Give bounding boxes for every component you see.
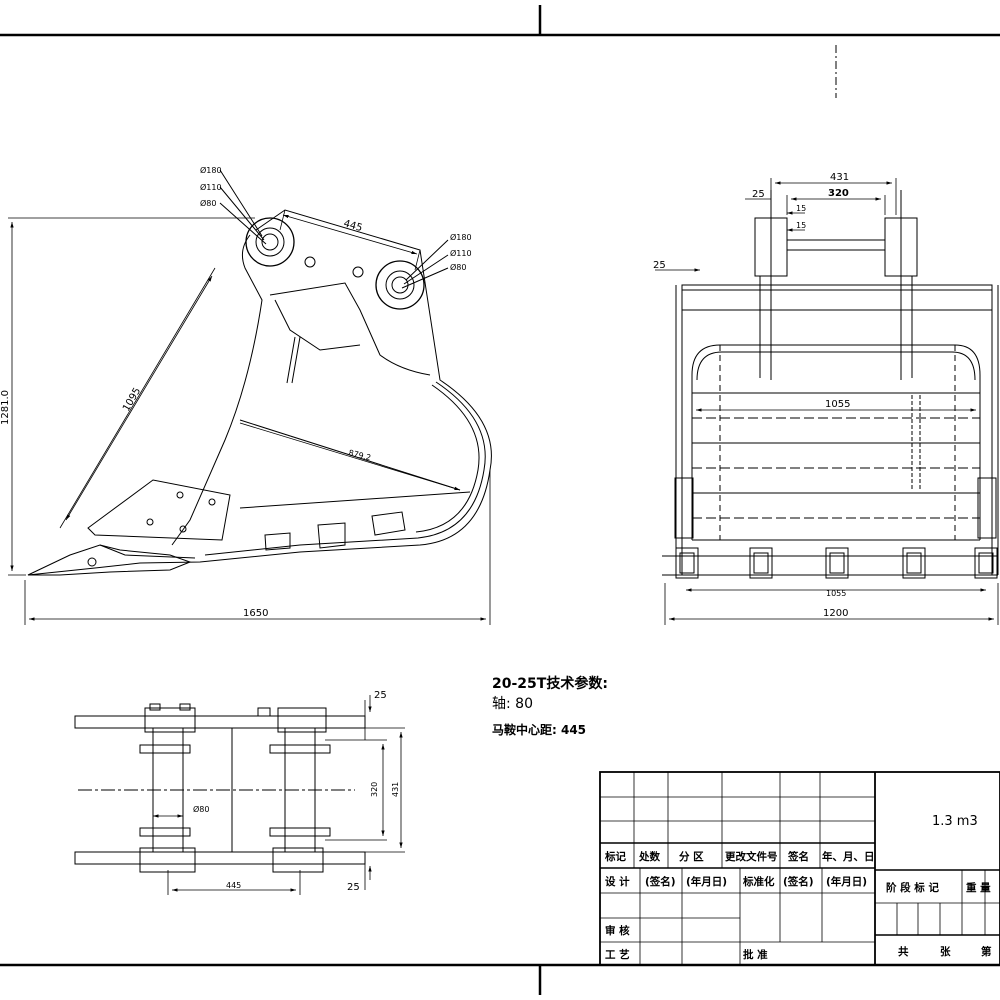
pin-label-left-80: Ø80 [200, 198, 216, 208]
tb-review: 审 核 [605, 924, 630, 937]
dim-25: 25 [752, 189, 765, 200]
dim-width-lower: 1055 [826, 589, 846, 598]
tb-header-date: 年、月、日 [822, 850, 875, 863]
tb-design-date: (年月日) [686, 875, 727, 888]
dim-pin-spacing: 445 [342, 218, 363, 234]
tb-weight: 重 量 [966, 881, 991, 894]
front-view-dimensions [655, 178, 999, 625]
sheet-border [0, 5, 1000, 995]
title-block-text: 标记 处数 分 区 更改文件号 签名 年、月、日 设 计 (签名) (年月日) … [604, 814, 992, 961]
dim-445: 445 [226, 881, 241, 890]
tb-sheets-total: 共 [898, 945, 909, 958]
tb-header-doc: 更改文件号 [725, 850, 778, 863]
tb-header-mark: 标记 [604, 850, 626, 863]
spec-title: 20-25T技术参数: [492, 675, 608, 692]
dim-length: 1650 [243, 608, 268, 619]
tb-standard-sign: (签名) [783, 875, 814, 888]
pin-label-left-110: Ø110 [200, 182, 222, 192]
pin-label-right-80: Ø80 [450, 262, 466, 272]
dim-radius: 879.2 [348, 448, 372, 462]
dim-tooth-length: 1095 [121, 386, 143, 414]
pin-label-right-110: Ø110 [450, 248, 472, 258]
dim-15a: 15 [796, 204, 806, 213]
dim-pin-80: Ø80 [193, 804, 209, 814]
front-view [662, 190, 999, 579]
dim-15b: 15 [796, 221, 806, 230]
dim-width-total: 1200 [823, 608, 848, 619]
tb-stage: 阶 段 标 记 [886, 881, 939, 894]
dim-25-top: 25 [374, 690, 387, 701]
title-block [599, 771, 1000, 966]
pin-label-right-180: Ø180 [450, 232, 472, 242]
pin-label-left-180: Ø180 [200, 165, 222, 175]
dim-inner-320: 320 [828, 188, 849, 199]
top-view [74, 703, 366, 873]
tb-approve: 批 准 [743, 948, 768, 961]
tb-standard: 标准化 [742, 875, 775, 888]
tb-capacity: 1.3 m3 [932, 814, 978, 829]
tb-design-sign: (签名) [645, 875, 676, 888]
tb-header-zone: 分 区 [679, 850, 704, 863]
spec-axle: 轴: 80 [492, 696, 533, 712]
dim-25-bottom: 25 [347, 882, 360, 893]
front-view-labels: 431 320 25 15 15 25 1055 1055 1200 [653, 172, 850, 619]
spec-center: 马鞍中心距: 445 [492, 722, 586, 737]
tb-standard-date: (年月日) [826, 875, 867, 888]
dim-431: 431 [391, 782, 400, 797]
specifications: 20-25T技术参数: 轴: 80 马鞍中心距: 445 [492, 675, 608, 737]
side-view [27, 169, 492, 576]
top-view-labels: 25 320 431 Ø80 445 25 [193, 690, 400, 893]
side-view-labels: Ø180 Ø110 Ø80 Ø180 Ø110 Ø80 445 1281.0 1… [0, 165, 472, 619]
tb-process: 工 艺 [605, 948, 630, 961]
dim-320: 320 [370, 782, 379, 797]
dim-top-431: 431 [830, 172, 849, 183]
side-view-dimensions [8, 209, 491, 625]
tb-sheets: 张 [940, 945, 951, 958]
tb-header-count: 处数 [638, 850, 660, 863]
tb-sheet-no: 第 [981, 945, 992, 958]
top-view-dimensions [153, 695, 405, 895]
tb-design: 设 计 [605, 875, 630, 888]
tb-header-sign: 签名 [787, 850, 809, 863]
dim-side-25: 25 [653, 260, 666, 271]
dim-height: 1281.0 [0, 390, 11, 425]
dim-width-inner: 1055 [825, 399, 850, 410]
